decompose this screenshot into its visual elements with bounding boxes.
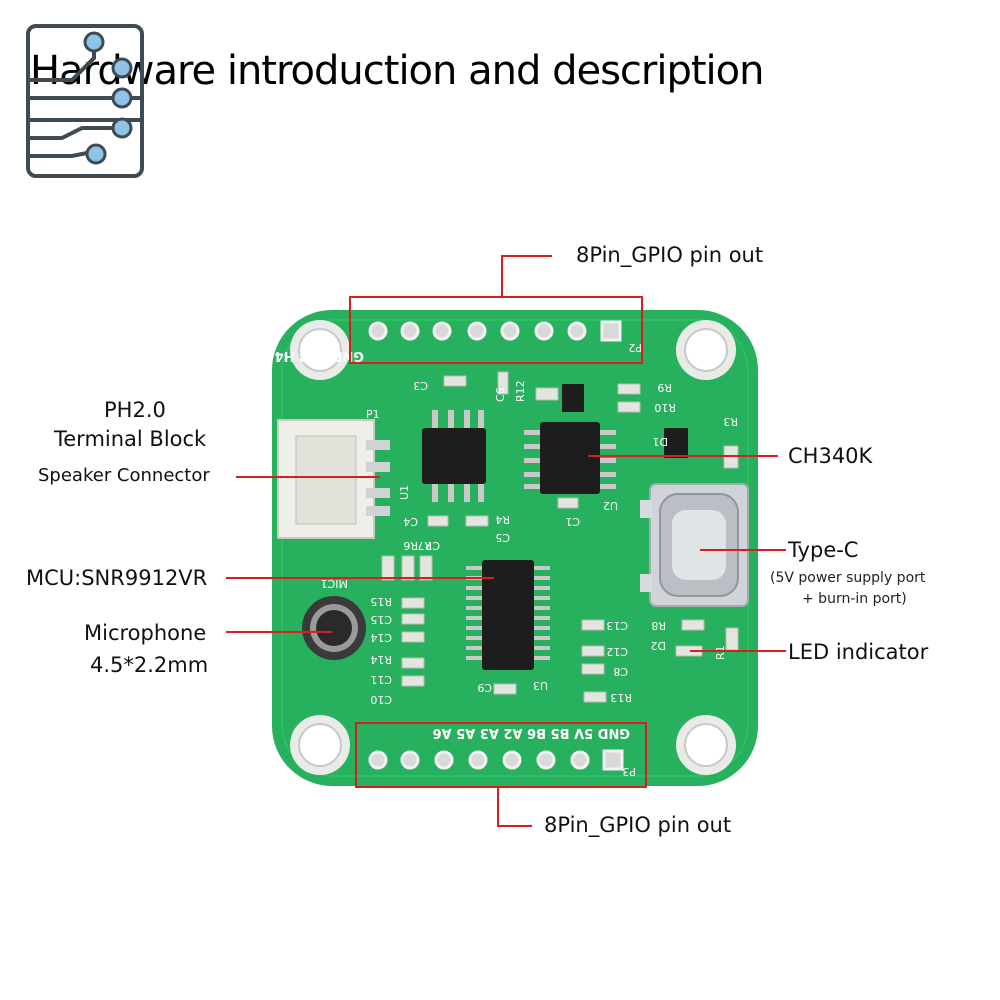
svg-text:R4: R4 xyxy=(495,513,510,526)
top-header-pads xyxy=(368,320,622,342)
svg-text:C6: C6 xyxy=(494,387,507,402)
svg-text:U3: U3 xyxy=(533,679,548,692)
passive-components xyxy=(381,371,739,703)
bottom-header-callout-box xyxy=(355,722,647,788)
svg-text:MIC1: MIC1 xyxy=(321,577,348,590)
svg-text:C10: C10 xyxy=(370,693,392,706)
chip-u1 xyxy=(422,410,486,502)
svg-text:C14: C14 xyxy=(370,631,392,644)
silkscreen-labels: C3 C6 R12 R9 R10 R3 D1 C4 R4 C5 C1 R7 R6… xyxy=(370,379,738,706)
svg-text:R8: R8 xyxy=(651,619,666,632)
mcu-label: MCU:SNR9912VR xyxy=(26,566,208,590)
typec-note-line1: (5V power supply port xyxy=(770,570,926,586)
svg-text:P1: P1 xyxy=(366,408,380,421)
callout-lines xyxy=(226,255,786,827)
svg-text:R13: R13 xyxy=(610,691,632,704)
svg-text:P3: P3 xyxy=(622,765,636,778)
svg-text:R6: R6 xyxy=(403,539,418,552)
ph-label-line1: PH2.0 xyxy=(104,398,166,422)
svg-text:D2: D2 xyxy=(651,639,666,652)
svg-text:R15: R15 xyxy=(370,595,392,608)
svg-text:P2: P2 xyxy=(628,341,642,354)
microphone xyxy=(302,596,366,660)
ph-label-line3: Speaker Connector xyxy=(38,465,210,486)
svg-text:R12: R12 xyxy=(514,380,527,402)
svg-text:C1: C1 xyxy=(565,515,580,528)
chip-u2-ch340k xyxy=(524,422,616,494)
svg-text:C9: C9 xyxy=(477,681,492,694)
mounting-holes xyxy=(290,320,736,775)
svg-text:U2: U2 xyxy=(603,499,618,512)
ch340-label: CH340K xyxy=(788,444,873,468)
chip-u3-mcu xyxy=(466,560,550,670)
svg-text:R7: R7 xyxy=(417,539,432,552)
svg-text:R10: R10 xyxy=(654,401,676,414)
ph-label-line2: Terminal Block xyxy=(54,427,207,451)
top-header-callout-box xyxy=(349,296,643,364)
ph2-connector xyxy=(277,419,390,539)
svg-text:C7: C7 xyxy=(425,539,440,552)
svg-text:R3: R3 xyxy=(723,415,738,428)
svg-text:C12: C12 xyxy=(606,645,628,658)
svg-text:C8: C8 xyxy=(613,665,628,678)
svg-text:C5: C5 xyxy=(495,531,510,544)
typec-note-line2: + burn-in port) xyxy=(802,591,907,607)
bottom-header-label: 8Pin_GPIO pin out xyxy=(544,813,732,837)
svg-text:C15: C15 xyxy=(370,613,392,626)
mic-label-line1: Microphone xyxy=(84,621,207,645)
bottom-header-pads xyxy=(368,749,624,771)
bottom-header-leader xyxy=(497,787,532,827)
pcb-body xyxy=(272,310,758,786)
typec-connector xyxy=(640,483,749,607)
circuit-logo-icon xyxy=(26,24,144,178)
svg-text:C11: C11 xyxy=(370,673,392,686)
svg-text:R1: R1 xyxy=(714,645,727,660)
svg-text:C13: C13 xyxy=(606,619,628,632)
top-pin-labels: GND 3V3 H4 H0 H1 C4 SPK- SPK+ xyxy=(120,348,364,363)
svg-text:C3: C3 xyxy=(413,379,428,392)
svg-text:R9: R9 xyxy=(657,381,672,394)
led-label: LED indicator xyxy=(788,640,929,664)
top-header-leader xyxy=(501,255,552,297)
top-header-label: 8Pin_GPIO pin out xyxy=(576,243,764,267)
svg-text:U1: U1 xyxy=(398,485,411,500)
typec-label: Type-C xyxy=(788,538,859,562)
svg-text:D1: D1 xyxy=(653,435,668,448)
svg-text:C4: C4 xyxy=(403,515,418,528)
mic-label-line2: 4.5*2.2mm xyxy=(90,653,209,677)
page-title: Hardware introduction and description xyxy=(30,48,764,94)
svg-text:R14: R14 xyxy=(370,653,392,666)
bottom-pin-labels: GND 5V B5 B6 A2 A3 A5 A6 xyxy=(433,725,630,740)
